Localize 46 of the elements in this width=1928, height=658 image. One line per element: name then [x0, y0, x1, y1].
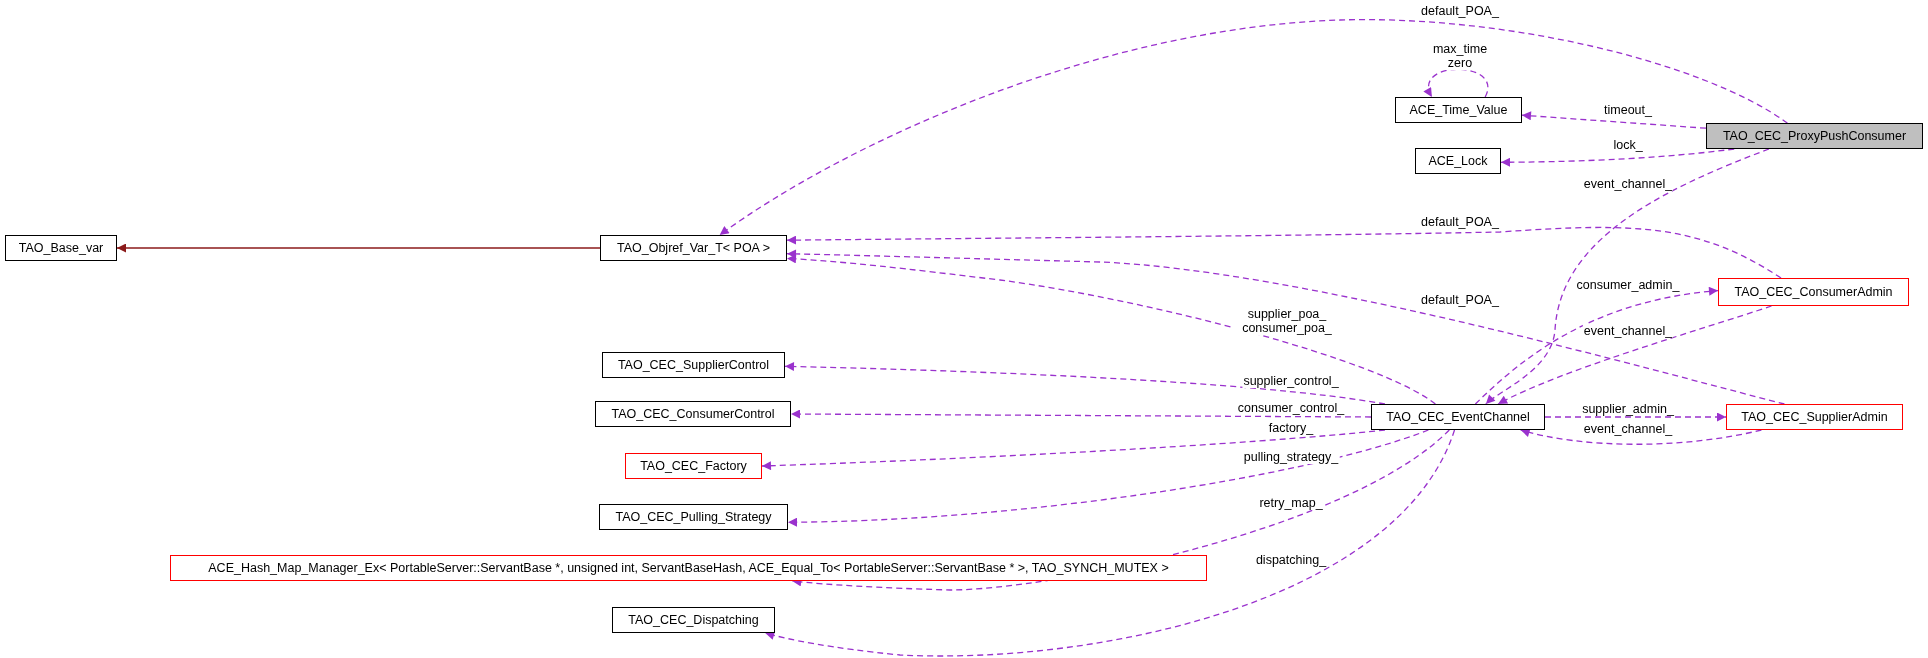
edge-label: event_channel_ [1582, 177, 1674, 191]
usage-arrow [1485, 148, 1770, 405]
usage-arrow [786, 249, 1786, 405]
edge-label: supplier_admin_ [1581, 402, 1675, 416]
edge-label: retry_map_ [1258, 496, 1324, 510]
edge-label: factory_ [1267, 421, 1315, 435]
edge-label: event_channel_ [1582, 324, 1674, 338]
usage-arrow [1544, 412, 1727, 422]
class-box: TAO_CEC_Dispatching [612, 607, 775, 633]
edge-label: lock_ [1612, 138, 1644, 152]
edge-label: dispatching_ [1254, 553, 1328, 567]
usage-arrow [784, 362, 1386, 405]
class-box: TAO_Objref_Var_T< POA > [600, 235, 787, 261]
class-box: TAO_CEC_Pulling_Strategy [599, 504, 788, 530]
class-box: ACE_Lock [1415, 148, 1501, 174]
edge-label: consumer_admin_ [1575, 278, 1681, 292]
edge-label: default_POA_ [1420, 4, 1500, 18]
usage-arrow [764, 429, 1456, 657]
class-box: TAO_CEC_ConsumerControl [595, 401, 791, 427]
class-box: TAO_Base_var [5, 235, 117, 261]
edge-label: supplier_control_ [1242, 374, 1340, 388]
class-box: TAO_CEC_EventChannel [1371, 404, 1545, 430]
edge-label: default_POA_ [1420, 293, 1500, 307]
class-box: TAO_CEC_Factory [625, 453, 762, 479]
usage-arrow [786, 226, 1782, 279]
usage-arrow [786, 254, 1437, 405]
usage-arrow [787, 429, 1430, 527]
usage-arrow [1424, 68, 1489, 98]
class-box: ACE_Hash_Map_Manager_Ex< PortableServer::ServantBase *, unsigned int, ServantBaseHash, ACE_Equal_To< PortableServer::ServantBase * >, TAO_SYNCH_MUTEX > [170, 555, 1207, 581]
usage-arrow [1497, 305, 1773, 405]
edge-label: event_channel_ [1582, 422, 1674, 436]
usage-arrow [1521, 111, 1707, 129]
edge-label: consumer_control_ [1236, 401, 1346, 415]
edge-label: pulling_strategy_ [1242, 450, 1340, 464]
edge-label: default_POA_ [1420, 215, 1500, 229]
usage-arrow [790, 409, 1372, 419]
class-box: TAO_CEC_ConsumerAdmin [1718, 278, 1909, 306]
edge-label: timeout_ [1603, 103, 1653, 117]
usage-arrow [1500, 148, 1735, 167]
inheritance-arrow [116, 243, 601, 253]
usage-arrow [719, 19, 1789, 236]
usage-arrow [1474, 287, 1719, 405]
class-box: TAO_CEC_ProxyPushConsumer [1706, 123, 1923, 149]
class-box: ACE_Time_Value [1395, 97, 1522, 123]
class-box: TAO_CEC_SupplierAdmin [1726, 404, 1903, 430]
class-box: TAO_CEC_SupplierControl [602, 352, 785, 378]
